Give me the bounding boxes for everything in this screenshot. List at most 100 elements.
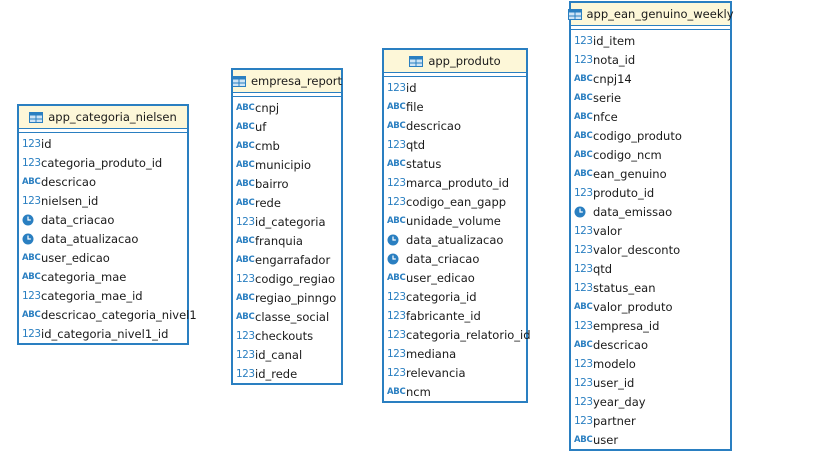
numeric-type-icon: 123 (574, 319, 593, 332)
column-name: categoria_mae_id (41, 288, 143, 303)
numeric-type-icon: 123 (387, 81, 406, 94)
text-type-icon: ABC (387, 158, 406, 169)
table-header[interactable]: app_categoria_nielsen (19, 106, 187, 129)
table-column-row[interactable]: data_atualizacao (19, 229, 187, 248)
numeric-type-icon: 123 (22, 156, 41, 169)
column-name: nielsen_id (41, 193, 99, 208)
text-type-icon: ABC (387, 101, 406, 112)
numeric-type-icon: 123 (574, 395, 593, 408)
column-name: categoria_id (406, 289, 477, 304)
table-header[interactable]: app_ean_genuino_weekly (567, 3, 734, 26)
column-name: user_id (593, 375, 635, 390)
table-column-row[interactable]: data_criacao (384, 249, 526, 268)
numeric-type-icon: 123 (236, 367, 255, 380)
table-header[interactable]: empresa_report (231, 70, 343, 93)
text-type-icon: ABC (574, 73, 593, 84)
numeric-type-icon: 123 (574, 224, 593, 237)
column-name: nfce (593, 109, 618, 124)
numeric-type-icon: 123 (387, 366, 406, 379)
column-name: bairro (255, 176, 289, 191)
column-name: codigo_produto (593, 128, 682, 143)
numeric-type-icon: 123 (574, 357, 593, 370)
table-name: empresa_report (250, 74, 343, 88)
column-name: data_atualizacao (41, 231, 139, 246)
table-name: app_produto (428, 54, 501, 68)
table-column-row[interactable]: data_atualizacao (384, 230, 526, 249)
table-column-row[interactable]: data_emissao (571, 202, 730, 221)
column-name: year_day (593, 394, 646, 409)
table-column-row[interactable]: data_criacao (19, 210, 187, 229)
table-grid-icon (231, 75, 246, 87)
column-name: data_criacao (41, 212, 115, 227)
column-name: file (406, 99, 424, 114)
numeric-type-icon: 123 (236, 215, 255, 228)
table-header[interactable]: app_produto (384, 50, 526, 73)
column-name: valor (593, 223, 622, 238)
